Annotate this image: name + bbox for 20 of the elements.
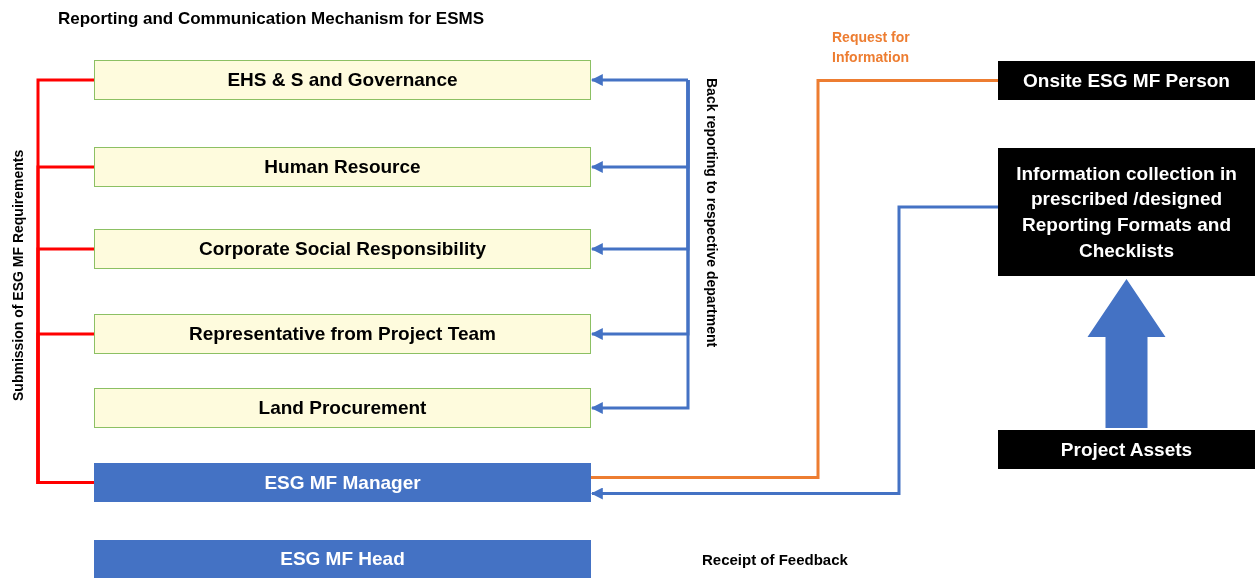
process-box: Project Assets xyxy=(998,430,1255,469)
process-box: EHS & S and Governance xyxy=(94,60,591,100)
process-box: Human Resource xyxy=(94,147,591,187)
process-box: Corporate Social Responsibility xyxy=(94,229,591,269)
side-label: Submission of ESG MF Requirements xyxy=(10,148,26,403)
note-text: Receipt of Feedback xyxy=(702,551,848,568)
connector-line xyxy=(591,79,998,479)
diagram-title: Reporting and Communication Mechanism for ESMS xyxy=(58,9,484,29)
arrow xyxy=(590,205,998,500)
process-box: Land Procurement xyxy=(94,388,591,428)
arrow xyxy=(590,74,690,86)
process-box: ESG MF Head xyxy=(94,540,591,578)
process-box: ESG MF Manager xyxy=(94,463,591,502)
process-box: Representative from Project Team xyxy=(94,314,591,354)
arrow xyxy=(590,80,690,414)
block-arrow xyxy=(1087,279,1166,428)
connector-line xyxy=(36,332,94,484)
process-box: Onsite ESG MF Person xyxy=(998,61,1255,100)
side-label: Back reporting to respective department xyxy=(704,78,720,350)
process-box: Information collection in prescribed /designed Reporting Formats and Checklists xyxy=(998,148,1255,276)
